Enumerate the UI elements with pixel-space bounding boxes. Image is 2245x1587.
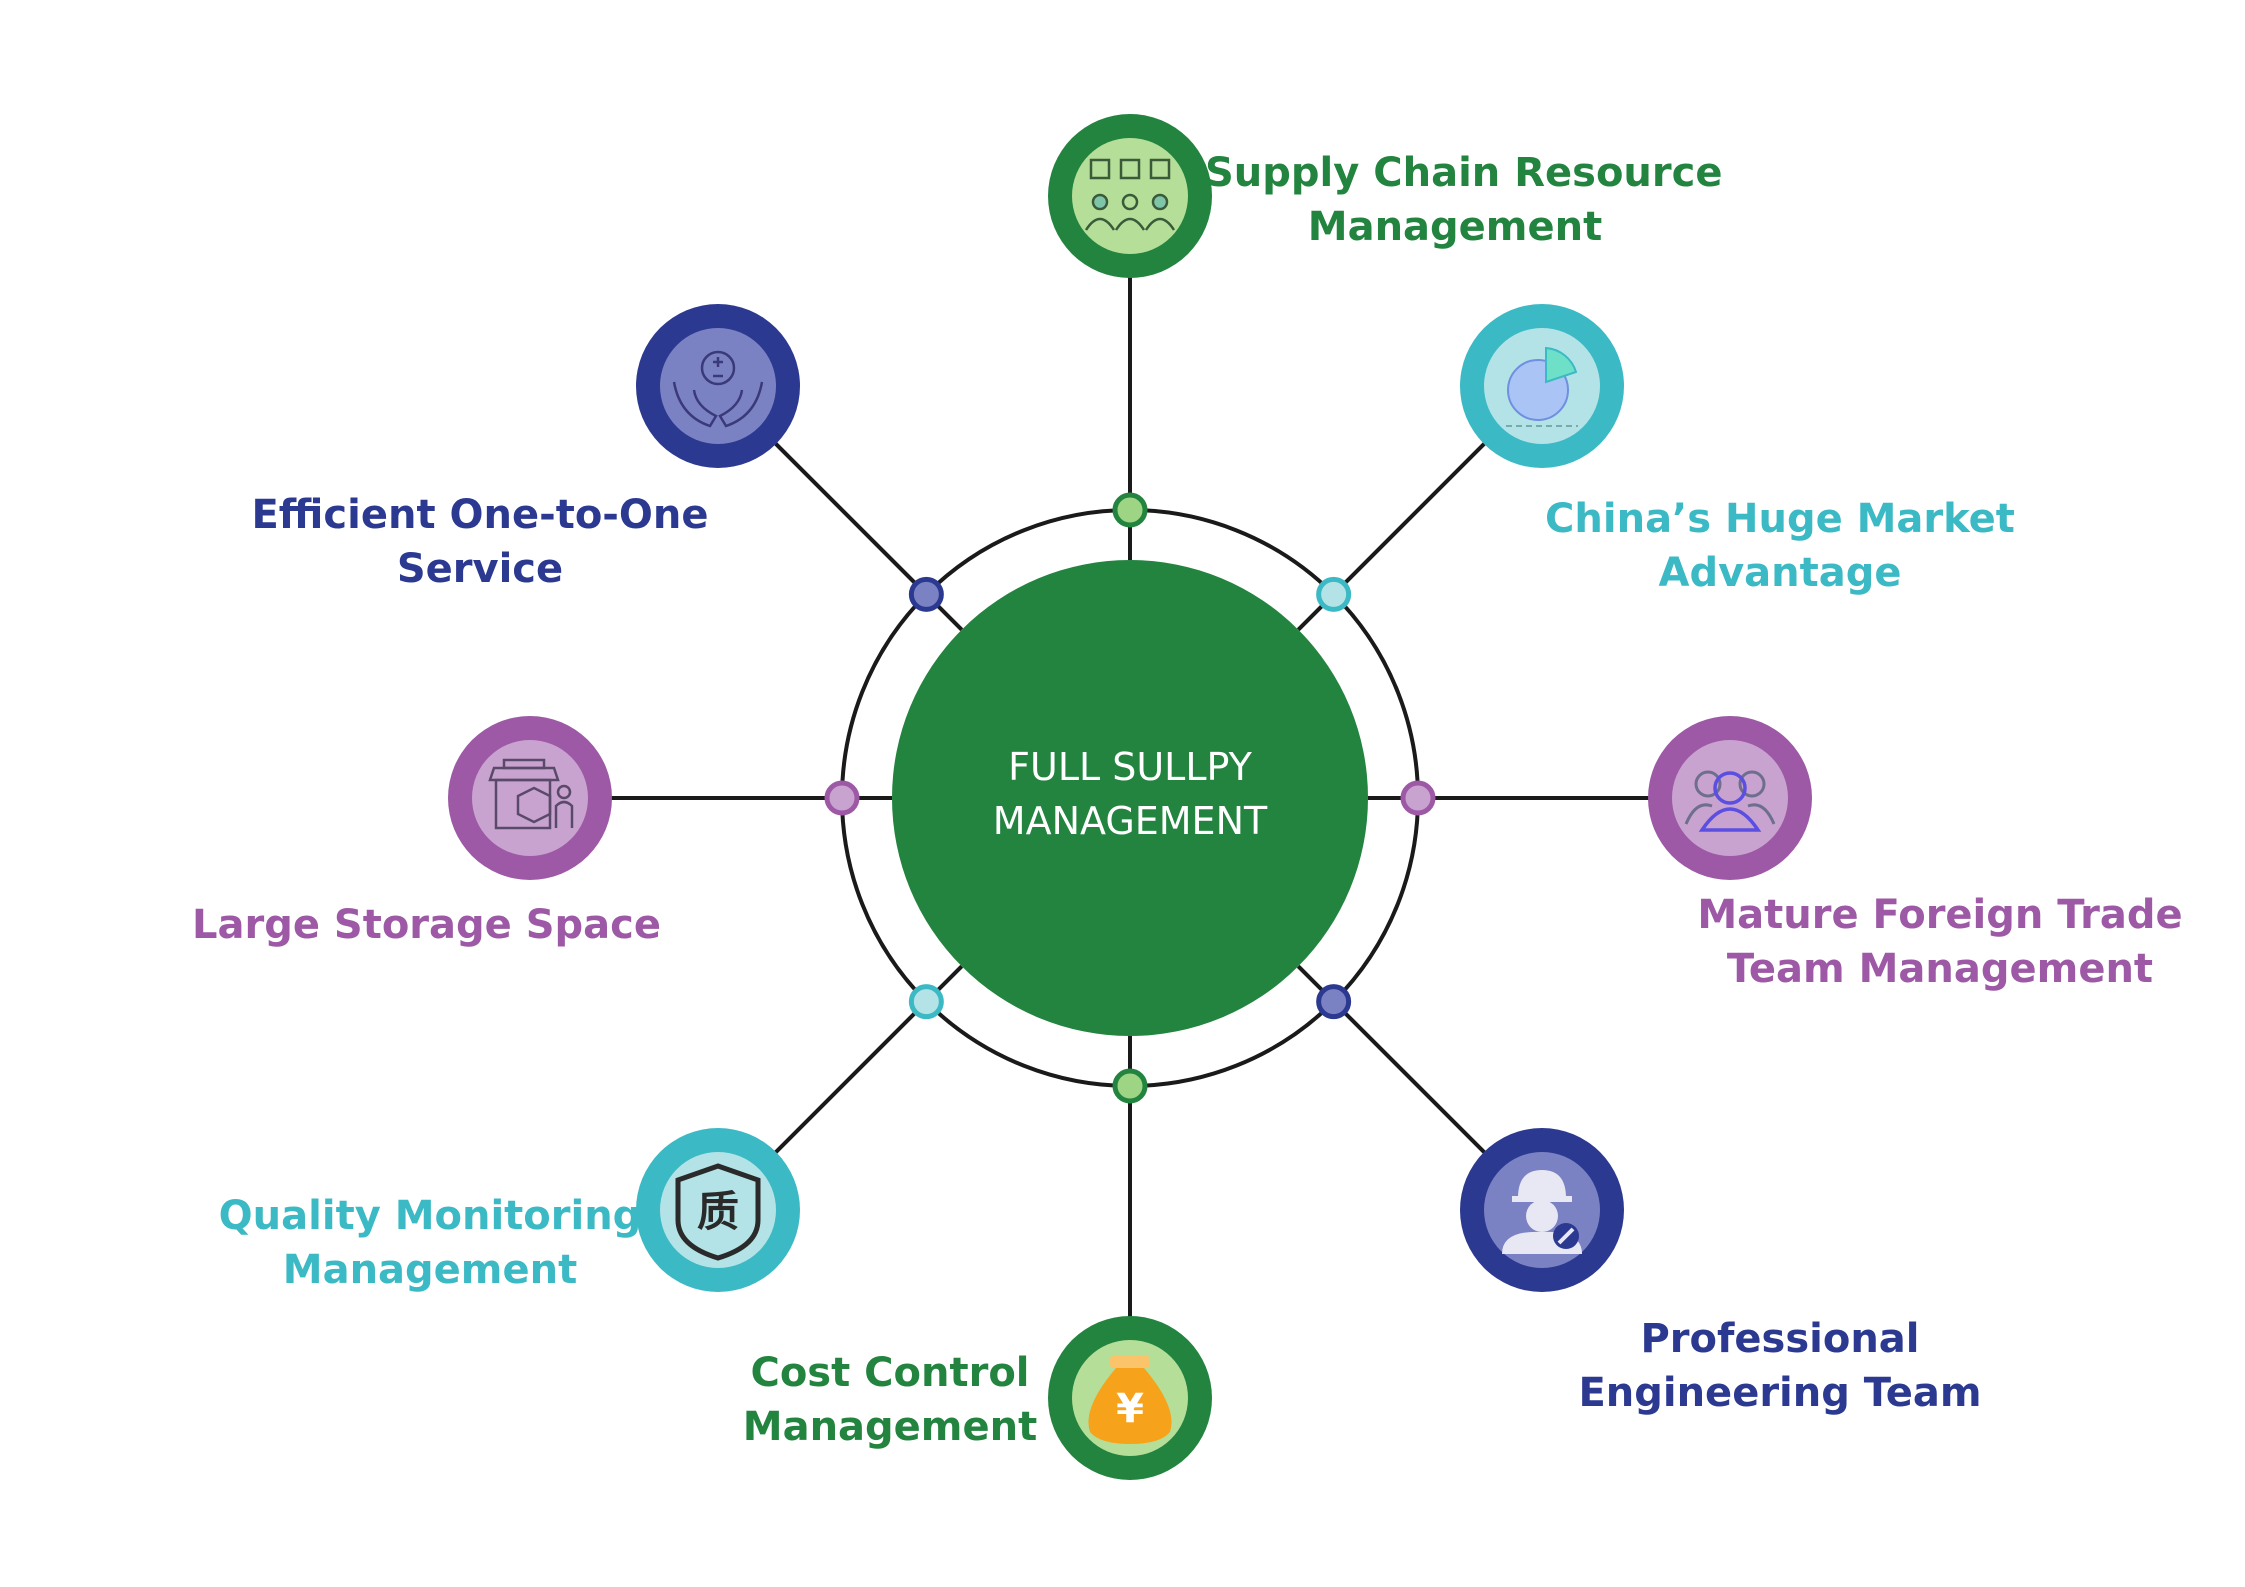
ring-dot-engineering: [1316, 984, 1352, 1020]
center-title-line1: FULL SULLPY: [1008, 745, 1252, 789]
label-china-market: China’s Huge Market Advantage: [1530, 492, 2030, 600]
topic-nodes: ¥质: [448, 114, 1812, 1480]
label-cost-control-line1: Cost Control: [750, 1350, 1030, 1396]
ring-dot-china-market: [1316, 576, 1352, 612]
label-china-market-line1: China’s Huge Market: [1545, 496, 2015, 542]
label-cost-control-line2: Management: [742, 1404, 1038, 1450]
svg-text:质: 质: [697, 1187, 739, 1236]
ring-dot-supply-chain: [1112, 492, 1148, 528]
ring-dot-foreign-trade: [1400, 780, 1436, 816]
label-cost-control: Cost Control Management: [690, 1346, 1090, 1454]
node-supply-chain: [1048, 114, 1212, 278]
engineer-icon: [1502, 1170, 1582, 1254]
team-icon: [1684, 770, 1776, 832]
label-foreign-trade-line2: Team Management: [1726, 946, 2154, 992]
label-service-line1: Efficient One-to-One: [251, 492, 709, 538]
label-storage-line1: Large Storage Space: [192, 902, 661, 948]
money-bag-icon: ¥: [1088, 1356, 1172, 1444]
label-supply-chain-line2: Management: [1307, 204, 1603, 250]
storage-shop-icon: [488, 758, 574, 830]
label-supply-chain-line1: Supply Chain Resource: [1205, 150, 1723, 196]
ring-dot-cost-control: [1112, 1068, 1148, 1104]
ring-dot-quality: [908, 984, 944, 1020]
ring-dots: [824, 492, 1436, 1104]
label-foreign-trade-line1: Mature Foreign Trade: [1697, 892, 2183, 938]
label-quality: Quality Monitoring Management: [210, 1189, 650, 1297]
label-engineering: Professional Engineering Team: [1530, 1312, 2030, 1420]
label-foreign-trade: Mature Foreign Trade Team Management: [1690, 888, 2190, 996]
caring-hands-icon: [672, 350, 764, 428]
pie-chart-icon: [1506, 346, 1578, 427]
center-title: FULL SULLPY MANAGEMENT: [880, 740, 1380, 848]
node-storage: [448, 716, 612, 880]
label-quality-line2: Management: [282, 1247, 578, 1293]
label-service-line2: Service: [396, 546, 564, 592]
label-quality-line1: Quality Monitoring: [218, 1193, 642, 1239]
center-circle: [892, 560, 1368, 1036]
node-china-market: [1460, 304, 1624, 468]
center-title-line2: MANAGEMENT: [992, 799, 1268, 843]
node-cost-control: ¥: [1048, 1316, 1212, 1480]
node-engineering: [1460, 1128, 1624, 1292]
label-supply-chain: Supply Chain Resource Management: [1205, 146, 1723, 254]
label-storage: Large Storage Space: [192, 898, 661, 952]
quality-shield-icon: 质: [675, 1163, 761, 1261]
node-service: [636, 304, 800, 468]
label-service: Efficient One-to-One Service: [230, 488, 730, 596]
svg-text:¥: ¥: [1116, 1386, 1144, 1432]
label-engineering-line2: Engineering Team: [1578, 1370, 1982, 1416]
people-boxes-icon: [1084, 158, 1176, 231]
label-engineering-line1: Professional: [1640, 1316, 1920, 1362]
label-china-market-line2: Advantage: [1658, 550, 1902, 596]
node-foreign-trade: [1648, 716, 1812, 880]
node-quality: 质: [636, 1128, 800, 1292]
ring-dot-service: [908, 576, 944, 612]
ring-dot-storage: [824, 780, 860, 816]
